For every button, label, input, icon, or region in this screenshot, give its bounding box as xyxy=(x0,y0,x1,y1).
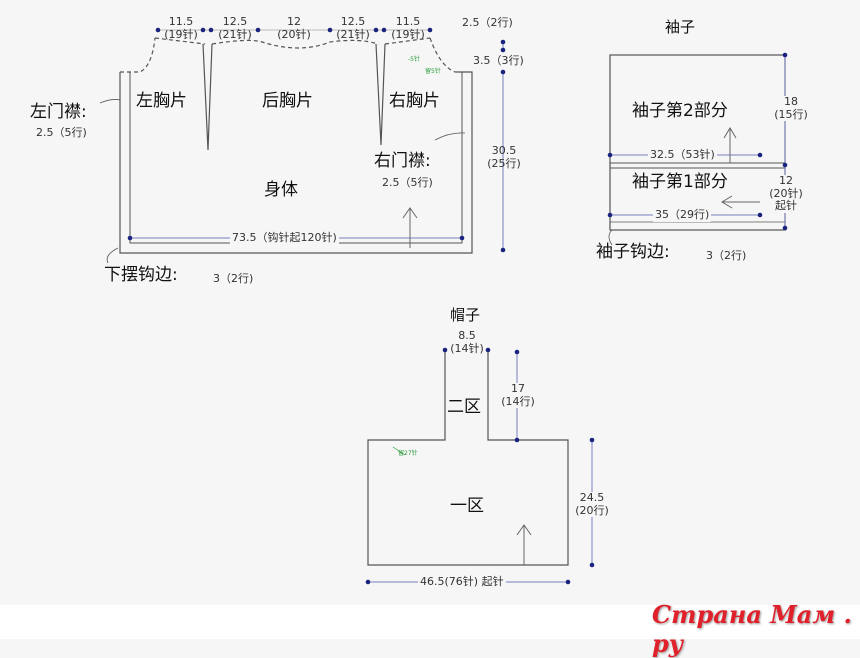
shoulder-dim: 3.5（3行) xyxy=(473,54,524,67)
hood-zone2-label: 二区 xyxy=(447,397,481,417)
neck-dim-1: 11.5(19针) xyxy=(164,15,198,41)
hood-outline xyxy=(367,352,569,566)
hem-dim: 3（2行) xyxy=(213,272,254,285)
hood-zone1-label: 一区 xyxy=(450,496,484,516)
hood-top-dim: 8.5(14针) xyxy=(450,329,484,355)
sleeve-part2-height: 18(15行) xyxy=(772,95,810,122)
sleeve-outline xyxy=(609,54,786,231)
hood-leader xyxy=(392,446,406,456)
hem-leader xyxy=(106,247,119,264)
sleeve-part1-label: 袖子第1部分 xyxy=(632,172,728,192)
body-label: 身体 xyxy=(264,180,298,200)
neck-line xyxy=(154,37,431,49)
sleeve-divider xyxy=(610,162,785,169)
right-front-label: 右胸片 xyxy=(389,91,440,111)
neck-dim-5: 11.5(19针) xyxy=(391,15,425,41)
sleeve-edge-dim: 3（2行) xyxy=(706,249,747,262)
neck-dim-4: 12.5(21针) xyxy=(336,15,370,41)
left-front-label: 左胸片 xyxy=(136,91,187,111)
direction-arrows xyxy=(402,127,760,565)
right-placket-label: 右门襟: xyxy=(374,151,431,171)
sleeve-part2-label: 袖子第2部分 xyxy=(632,101,728,121)
neck-dim-3: 12(20针) xyxy=(277,15,311,41)
green-note-2: 留5针 xyxy=(425,68,441,75)
back-label: 后胸片 xyxy=(262,91,313,111)
watermark-logo: Страна Мам . ру xyxy=(652,600,852,658)
left-armhole xyxy=(120,37,156,73)
right-placket-dim: 2.5（5行) xyxy=(382,176,433,189)
body-height-dim: 30.5(25行) xyxy=(487,144,521,170)
shoulder-top-dim: 2.5（2行) xyxy=(462,16,513,29)
body-width-dim: 73.5（钩针起120针) xyxy=(230,231,339,245)
sleeve-left-arrow-icon xyxy=(721,195,760,209)
sleeve-part1-height: 12(20针)起针 xyxy=(766,174,806,213)
right-armhole xyxy=(429,37,456,73)
body-arrow-icon xyxy=(402,207,418,248)
sleeve-edge-label: 袖子钩边: xyxy=(596,242,670,262)
hood-arrow-icon xyxy=(516,524,532,565)
sleeve-up-arrow-icon xyxy=(723,127,737,163)
hood-green-note: 留27针 xyxy=(398,450,418,457)
body-outline xyxy=(119,71,473,254)
sleeve-title: 袖子 xyxy=(665,18,696,36)
hood-title: 帽子 xyxy=(450,306,481,324)
right-dart xyxy=(375,43,386,146)
sleeve-leader xyxy=(608,229,613,246)
hood-zone2-height: 17(14行) xyxy=(498,382,538,409)
sleeve-part2-width: 32.5（53针) xyxy=(648,148,717,162)
left-placket-dim: 2.5（5行) xyxy=(36,126,87,139)
hem-label: 下摆钩边: xyxy=(104,265,178,285)
right-placket-leader xyxy=(434,132,466,141)
hood-zone1-height: 24.5(20行) xyxy=(572,491,612,518)
left-placket-label: 左门襟: xyxy=(30,102,87,122)
left-placket-leader xyxy=(99,99,121,104)
green-note-1: -5针 xyxy=(408,56,420,63)
hood-width-dim: 46.5(76针) 起针 xyxy=(418,575,506,589)
sleeve-part1-width: 35（29行) xyxy=(653,208,712,222)
bottom-band xyxy=(0,605,860,639)
dimension-dots xyxy=(127,27,788,585)
left-dart xyxy=(202,43,213,151)
neck-dim-2: 12.5(21针) xyxy=(218,15,252,41)
